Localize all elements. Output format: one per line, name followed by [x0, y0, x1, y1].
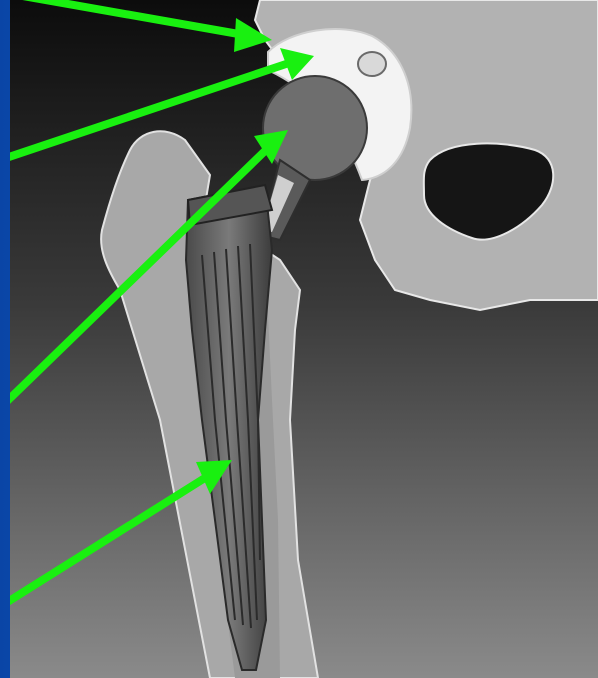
- hip-prosthesis-figure: [10, 0, 598, 678]
- hip-prosthesis-illustration: [10, 0, 598, 678]
- cup-screw-hole: [358, 52, 386, 76]
